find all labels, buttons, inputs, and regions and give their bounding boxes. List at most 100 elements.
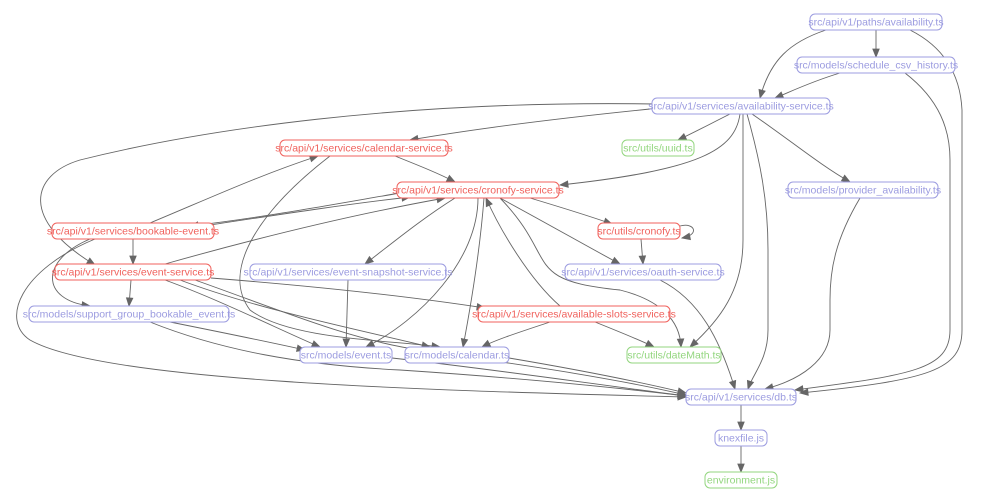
edge-line: [16, 238, 687, 398]
arrowhead-icon: [676, 387, 688, 395]
edge-knexfile-to-environment: [737, 446, 745, 474]
edge-event-service-to-support-group-bookable-event: [125, 279, 134, 308]
node-box[interactable]: [621, 139, 695, 157]
edge-cronofy-service-to-calendar-model: [460, 197, 485, 349]
arrowhead-icon: [728, 379, 737, 391]
node-event-service[interactable]: src/api/v1/services/event-service.ts: [52, 263, 215, 281]
node-box[interactable]: [626, 346, 722, 364]
edge-available-slots-service-to-calendar-model: [481, 321, 551, 348]
node-event-snapshot-service[interactable]: src/api/v1/services/event-snapshot-servi…: [244, 263, 453, 281]
node-cronofy-service[interactable]: src/api/v1/services/cronofy-service.ts: [392, 181, 564, 199]
node-cronofy[interactable]: src/utils/cronofy.ts: [597, 222, 681, 240]
edge-line: [394, 155, 456, 183]
edge-line: [485, 197, 561, 307]
edge-line: [194, 279, 687, 396]
node-box[interactable]: [299, 346, 393, 364]
node-label: src/utils/uuid.ts: [623, 143, 692, 155]
edge-line: [677, 113, 731, 141]
node-label: src/models/calendar.ts: [405, 350, 509, 362]
edge-line: [164, 197, 446, 265]
node-box[interactable]: [54, 263, 212, 281]
arrowhead-icon: [365, 339, 376, 348]
edge-line: [365, 197, 479, 348]
node-box[interactable]: [477, 305, 671, 323]
node-datemath[interactable]: src/utils/dateMath.ts: [626, 346, 722, 364]
node-provider-availability[interactable]: src/models/provider_availability.ts: [785, 181, 941, 199]
node-calendar-model[interactable]: src/models/calendar.ts: [404, 346, 510, 364]
edge-cronofy-service-to-event-snapshot-service: [364, 197, 456, 265]
node-label: src/api/v1/services/bookable-event.ts: [47, 226, 219, 238]
edge-line: [759, 29, 827, 99]
node-paths-availability[interactable]: src/api/v1/paths/availability.ts: [808, 13, 944, 31]
edge-line: [774, 72, 841, 99]
edge-calendar-service-to-cronofy-service: [394, 155, 456, 183]
node-environment[interactable]: environment.js: [704, 471, 778, 489]
edge-availability-service-to-provider-availability: [751, 113, 851, 183]
node-support-group-bookable-event[interactable]: src/models/support_group_bookable_event.…: [23, 305, 235, 323]
node-label: src/api/v1/paths/availability.ts: [808, 17, 943, 29]
edge-line: [179, 279, 431, 348]
node-knexfile[interactable]: knexfile.js: [714, 429, 768, 447]
node-box[interactable]: [249, 263, 447, 281]
arrowhead-icon: [689, 338, 699, 348]
edge-availability-service-to-datemath: [689, 114, 744, 348]
edge-calendar-model-to-db: [508, 357, 688, 395]
edge-bookable-event-to-event-service: [129, 239, 137, 266]
edge-line: [164, 279, 321, 348]
node-box[interactable]: [704, 471, 778, 489]
node-bookable-event[interactable]: src/api/v1/services/bookable-event.ts: [47, 222, 219, 240]
node-box[interactable]: [809, 13, 943, 31]
edge-line: [746, 113, 769, 390]
node-label: src/api/v1/services/event-service.ts: [52, 267, 215, 279]
node-calendar-service[interactable]: src/api/v1/services/calendar-service.ts: [275, 139, 453, 157]
node-label: src/models/schedule_csv_history.ts: [794, 60, 958, 72]
arrowhead-icon: [746, 379, 755, 391]
edge-cronofy-to-cronofy: [679, 224, 694, 241]
arrowhead-icon: [129, 255, 137, 266]
node-uuid[interactable]: src/utils/uuid.ts: [621, 139, 695, 157]
edge-line: [499, 197, 621, 265]
edge-line: [169, 321, 306, 351]
arrowhead-icon: [798, 388, 809, 396]
node-box[interactable]: [796, 56, 956, 74]
node-available-slots-service[interactable]: src/api/v1/services/available-slots-serv…: [472, 305, 676, 323]
node-label: src/api/v1/services/db.ts: [685, 392, 797, 404]
edge-line: [529, 197, 613, 225]
node-label: src/api/v1/services/availability-service…: [648, 101, 834, 113]
node-event-model[interactable]: src/models/event.ts: [299, 346, 393, 364]
node-availability-service[interactable]: src/api/v1/services/availability-service…: [648, 97, 834, 115]
node-label: src/models/provider_availability.ts: [785, 185, 941, 197]
node-schedule-csv-history[interactable]: src/models/schedule_csv_history.ts: [794, 56, 958, 74]
node-box[interactable]: [396, 181, 560, 199]
node-box[interactable]: [404, 346, 510, 364]
node-db[interactable]: src/api/v1/services/db.ts: [685, 388, 797, 406]
node-box[interactable]: [685, 388, 797, 406]
node-box[interactable]: [714, 429, 768, 447]
edge-cronofy-service-to-datemath: [499, 197, 685, 349]
node-box[interactable]: [564, 263, 722, 281]
node-oauth-service[interactable]: src/api/v1/services/oauth-service.ts: [561, 263, 725, 281]
edge-availability-service-to-cronofy-service: [558, 113, 741, 188]
arrowhead-icon: [364, 255, 374, 265]
arrowhead-icon: [737, 463, 745, 474]
arrowhead-icon: [677, 132, 688, 141]
arrowhead-icon: [774, 91, 785, 99]
node-box[interactable]: [51, 222, 215, 240]
node-box[interactable]: [279, 139, 449, 157]
node-box[interactable]: [787, 181, 939, 199]
arrowhead-icon: [676, 338, 685, 349]
edge-paths-availability-to-db: [798, 29, 963, 396]
node-box[interactable]: [597, 222, 681, 240]
edge-schedule-csv-history-to-availability-service: [774, 72, 841, 99]
arrowhead-icon: [445, 174, 456, 183]
edge-line: [52, 238, 91, 307]
node-box[interactable]: [28, 305, 230, 323]
node-box[interactable]: [651, 97, 831, 115]
node-label: src/utils/dateMath.ts: [627, 350, 720, 362]
edge-line: [508, 357, 687, 394]
arrowhead-icon: [680, 232, 691, 241]
edge-line: [409, 107, 661, 141]
node-label: src/api/v1/services/cronofy-service.ts: [392, 185, 564, 197]
edge-provider-availability-to-db: [763, 197, 861, 391]
edge-line: [559, 113, 741, 186]
